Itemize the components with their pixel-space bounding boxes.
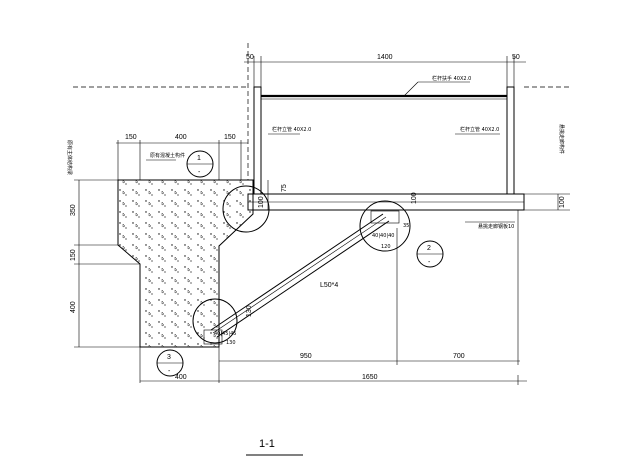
detail-circle-3 xyxy=(192,298,238,344)
dim-left-vertical: 350 150 400 xyxy=(70,179,140,348)
dim-130: 130 xyxy=(246,305,253,317)
label-steel-l: L50*4 xyxy=(320,282,338,289)
section-title-text: 1-1 xyxy=(259,438,275,450)
corridor-slab xyxy=(247,193,525,211)
dim-slab-left: 100 xyxy=(258,196,265,208)
dim-top-1: 1400 xyxy=(377,54,393,61)
callout-3-num: 3 xyxy=(167,354,171,361)
dim-slab-mid: 100 xyxy=(411,192,418,204)
diagonal-brace xyxy=(203,210,400,345)
section-title: 1-1 xyxy=(246,438,303,456)
dim-130-b: 130 xyxy=(226,340,236,346)
label-top-rail: 栏杆扶手 40X2.0 xyxy=(432,75,471,82)
label-rail-right: 栏杆立管 40X2.0 xyxy=(460,126,499,133)
dim-bottom-row1: 950 700 xyxy=(219,353,520,362)
dim-bottom1-0: 950 xyxy=(300,353,312,360)
dim-left-v-2: 400 xyxy=(70,301,77,313)
dim-120: 120 xyxy=(381,244,391,250)
dim-bottom1-1: 700 xyxy=(453,353,465,360)
detail-circle-2 xyxy=(359,200,411,252)
dim-bottom-row2: 400 1650 xyxy=(140,374,527,385)
dim-bottom2-1: 1650 xyxy=(362,374,378,381)
label-right-vertical: 悬挑走廊构件 xyxy=(558,124,565,154)
dim-left-top: 150 400 150 xyxy=(116,134,248,180)
callout-1-ref: - xyxy=(198,169,201,176)
dim-35: 35 xyxy=(403,223,409,229)
detail-circle-1 xyxy=(222,185,270,233)
dim-top: 50 1400 50 xyxy=(244,54,526,87)
callout-3-ref: - xyxy=(168,368,171,375)
dim-left-top-0: 150 xyxy=(125,134,137,141)
dim-top-2: 50 xyxy=(512,54,520,61)
labels: 栏杆扶手 40X2.0 栏杆立管 40X2.0 栏杆立管 40X2.0 原有混凝… xyxy=(66,75,565,289)
callout-2-ref: - xyxy=(428,259,431,266)
callout-1-num: 1 xyxy=(197,155,201,162)
dim-left-v-0: 350 xyxy=(70,204,77,216)
callout-3: 3 - xyxy=(156,349,184,377)
reference-lines xyxy=(73,43,570,383)
dim-left-top-2: 150 xyxy=(224,134,236,141)
dim-bottom2-0: 400 xyxy=(175,374,187,381)
callout-1: 1 - xyxy=(186,150,214,178)
concrete-member xyxy=(117,179,254,348)
dim-40-top: 40|40|40 xyxy=(372,233,394,239)
callout-2: 2 - xyxy=(416,240,444,268)
callout-2-num: 2 xyxy=(427,245,431,252)
dim-top-0: 50 xyxy=(246,54,254,61)
dim-left-v-1: 150 xyxy=(70,249,77,261)
dim-small: 100 75 100 100 130 130 120 40|40|40 40|4… xyxy=(214,180,566,346)
dim-40-bottom: 40|45|45 xyxy=(214,331,236,337)
label-left-vertical: 原有主体结构梁 xyxy=(66,140,73,175)
dim-slab-right: 100 xyxy=(559,196,566,208)
dim-75: 75 xyxy=(281,184,288,192)
dim-left-top-1: 400 xyxy=(175,134,187,141)
label-concrete: 原有混凝土构件 xyxy=(150,152,185,159)
railing xyxy=(253,86,515,195)
label-plate: 悬挑走廊钢板10 xyxy=(478,223,514,230)
label-rail-left: 栏杆立管 40X2.0 xyxy=(272,126,311,133)
